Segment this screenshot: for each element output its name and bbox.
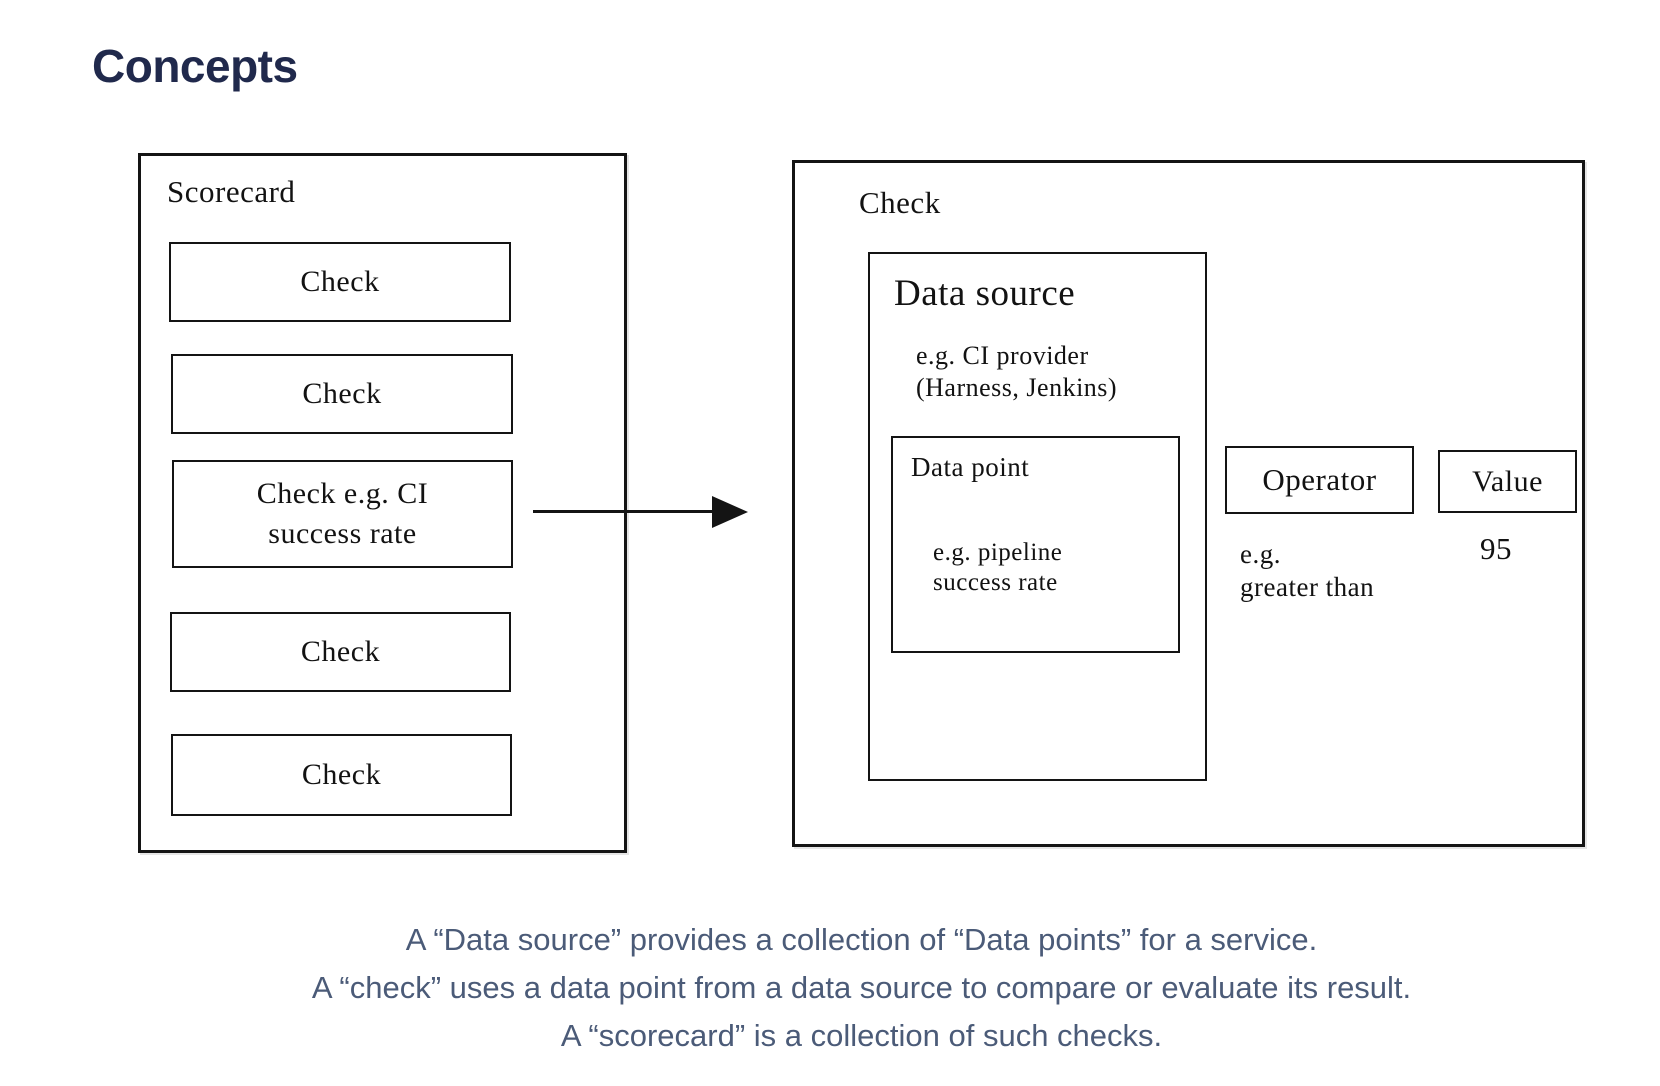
check-label: Check — [300, 265, 380, 298]
arrow-right-icon — [712, 496, 748, 528]
value-example-text: 95 — [1480, 531, 1512, 566]
operator-label: Operator — [1262, 462, 1377, 497]
check-label: Check — [300, 635, 381, 668]
check-detail-label: Check — [859, 185, 941, 220]
caption-line: A “Data source” provides a collection of… — [405, 922, 1318, 957]
data-source-example-text: e.g. CI provider (Harness, Jenkins) — [916, 341, 1118, 402]
caption-line: A “check” uses a data point from a data … — [311, 970, 1412, 1005]
scorecard-check-item: Check — [171, 734, 512, 816]
caption-line: A “scorecard” is a collection of such ch… — [560, 1018, 1163, 1053]
operator-example-text: e.g. greater than — [1240, 539, 1375, 602]
check-label: Check — [301, 758, 382, 791]
check-detail-box: Check Data source e.g. CI provider (Harn… — [792, 160, 1585, 847]
scorecard-check-item: Check — [171, 354, 513, 434]
check-label: Check e.g. CI success rate — [256, 477, 429, 550]
value-label: Value — [1472, 464, 1543, 498]
operator-box: Operator — [1225, 446, 1414, 514]
page-title: Concepts — [92, 39, 298, 92]
caption-block: A “Data source” provides a collection of… — [63, 916, 1660, 1060]
scorecard-to-check-arrow-line — [533, 510, 715, 513]
scorecard-box: Scorecard Check Check Check e.g. CI succ… — [138, 153, 627, 853]
scorecard-check-item: Check — [169, 242, 511, 322]
data-source-box: Data source e.g. CI provider (Harness, J… — [868, 252, 1207, 781]
data-point-label: Data point — [911, 452, 1030, 482]
scorecard-check-item-ci-success-rate: Check e.g. CI success rate — [172, 460, 513, 568]
data-source-label: Data source — [894, 273, 1076, 314]
check-label: Check — [302, 377, 382, 410]
value-box: Value — [1438, 450, 1577, 513]
scorecard-check-item: Check — [170, 612, 511, 692]
scorecard-label: Scorecard — [167, 174, 296, 209]
data-point-example-text: e.g. pipeline success rate — [933, 539, 1063, 596]
data-point-box: Data point e.g. pipeline success rate — [891, 436, 1180, 653]
